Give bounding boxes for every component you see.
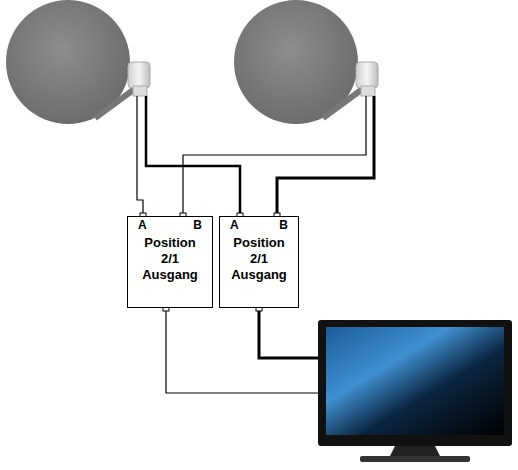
input-row: AB [224,219,294,232]
box-label: Position 2/1 Ausgang [138,235,202,283]
input-label: A [230,219,239,232]
box-label: Position 2/1 Ausgang [227,235,291,283]
television [318,320,512,462]
switch-box: ABPosition 2/1 Ausgang [219,216,299,308]
input-label: B [193,219,202,232]
switch-box: ABPosition 2/1 Ausgang [127,216,213,308]
satellite-dish [234,0,378,124]
satellite-dish [6,0,150,124]
input-row: AB [132,219,208,232]
input-label: A [138,219,147,232]
input-label: B [279,219,288,232]
